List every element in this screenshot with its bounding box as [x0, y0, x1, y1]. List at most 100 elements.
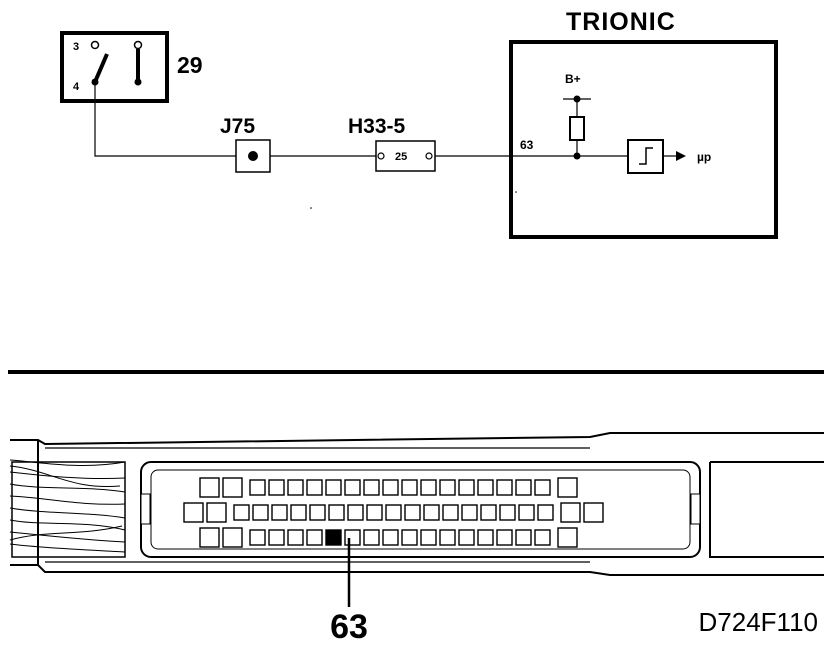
j75-label: J75	[220, 115, 255, 138]
connector-bracket	[709, 461, 824, 558]
connector-pin	[401, 529, 418, 546]
connector-pin	[252, 504, 269, 521]
connector-pin	[496, 529, 513, 546]
j75-terminal	[248, 151, 258, 161]
connector-pin	[461, 504, 478, 521]
connector-pin-large	[183, 502, 204, 523]
connector-pin-63	[325, 529, 342, 546]
pullup-resistor	[569, 116, 585, 141]
connector-pin	[268, 529, 285, 546]
ecu-box	[509, 40, 778, 239]
h33-5-pin-right	[425, 152, 433, 160]
connector-pin	[306, 479, 323, 496]
connector-pin-large	[557, 477, 578, 498]
connector-pin	[439, 529, 456, 546]
connector-pin	[404, 504, 421, 521]
connector-pin	[328, 504, 345, 521]
connector-pin	[344, 529, 361, 546]
connector-pin-large	[583, 502, 604, 523]
connector-pin	[306, 529, 323, 546]
print-speck	[515, 191, 517, 193]
switch-pin-3-label: 3	[73, 41, 79, 53]
connector-pin-large	[222, 527, 243, 548]
connector-pin	[458, 529, 475, 546]
connector-pin	[325, 479, 342, 496]
h33-5-pin-label: 25	[395, 151, 407, 163]
connector-j75: J75	[220, 115, 271, 173]
connector-pin	[477, 479, 494, 496]
pin-grid	[183, 477, 604, 548]
connector-pin	[442, 504, 459, 521]
ecu-input-pin-label: 63	[520, 138, 534, 152]
connector-pin	[534, 529, 551, 546]
wire-switch-to-j75	[94, 84, 236, 157]
h33-5-label: H33-5	[348, 115, 406, 138]
connector-pin	[458, 479, 475, 496]
housing-left-latch	[140, 493, 151, 525]
connector-pin	[271, 504, 288, 521]
connector-pin	[515, 479, 532, 496]
connector-pin	[420, 529, 437, 546]
ecu-connector-view: 63	[9, 432, 824, 646]
h33-5-pin-left	[377, 152, 385, 160]
connector-pin	[423, 504, 440, 521]
connector-pin	[401, 479, 418, 496]
connector-pin	[496, 479, 513, 496]
connector-pin	[233, 504, 250, 521]
drawing-code: D724F110	[699, 607, 819, 637]
connector-pin	[480, 504, 497, 521]
connector-pin	[499, 504, 516, 521]
connector-pin	[534, 479, 551, 496]
switch-contact-2	[133, 40, 143, 50]
housing-right-latch	[690, 493, 701, 525]
connector-h33-5: H33-5 25	[348, 115, 436, 172]
ecu-junction-node	[573, 152, 581, 160]
connector-pin	[287, 529, 304, 546]
connector-pin	[385, 504, 402, 521]
connector-pin	[537, 504, 554, 521]
switch-29: 3 4 29	[60, 31, 203, 103]
print-speck	[310, 207, 312, 209]
ecu-output-label: µp	[697, 150, 711, 164]
switch-contact-3	[90, 40, 100, 50]
connector-pin-large	[222, 477, 243, 498]
trionic-ecu: TRIONIC 63 B+ µp	[509, 8, 778, 239]
connector-pin-large	[199, 477, 220, 498]
connector-pin	[309, 504, 326, 521]
ecu-title: TRIONIC	[566, 8, 676, 36]
connector-pin	[290, 504, 307, 521]
connector-pin-large	[560, 502, 581, 523]
switch-box	[60, 31, 169, 103]
connector-pin	[382, 479, 399, 496]
ecu-supply-label: B+	[565, 72, 581, 86]
switch-lever	[93, 53, 109, 83]
connector-pin	[515, 529, 532, 546]
connector-face	[150, 469, 691, 550]
connector-pin	[363, 529, 380, 546]
connector-pin	[344, 479, 361, 496]
h33-5-box	[375, 140, 436, 172]
connector-pin	[347, 504, 364, 521]
callout-pin-label: 63	[330, 608, 368, 644]
connector-pin	[439, 479, 456, 496]
connector-pin	[518, 504, 535, 521]
connector-pin	[287, 479, 304, 496]
connector-pin	[477, 529, 494, 546]
connector-pin-large	[206, 502, 227, 523]
connector-pin-large	[199, 527, 220, 548]
connector-pin	[249, 479, 266, 496]
harness-top-outline	[10, 432, 824, 446]
connector-pin	[268, 479, 285, 496]
schmitt-trigger-symbol	[639, 147, 653, 165]
wire-entry-frame	[11, 461, 126, 558]
connector-pin	[420, 479, 437, 496]
connector-pin	[249, 529, 266, 546]
connector-pin	[382, 529, 399, 546]
switch-pin-4-label: 4	[73, 81, 80, 93]
connector-pin	[366, 504, 383, 521]
connector-pin	[363, 479, 380, 496]
ecu-output-arrow	[676, 151, 686, 161]
connector-pin-large	[557, 527, 578, 548]
